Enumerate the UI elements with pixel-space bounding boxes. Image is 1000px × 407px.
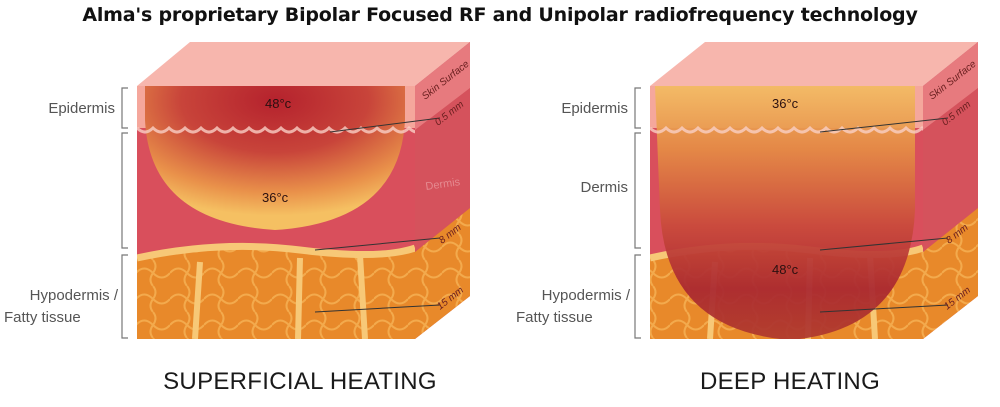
superficial-skin-diagram: Skin Surface 0.5 mm 8 mm 15 mm Dermis 48… [121,42,472,339]
label-epidermis: Epidermis [48,100,115,117]
label-hypodermis: Hypodermis / Fatty tissue [510,285,630,329]
label-hypodermis-line1: Hypodermis / [541,287,630,304]
caption-deep: DEEP HEATING [699,368,881,395]
temp-cool: 36°c [772,96,799,111]
label-epidermis: Epidermis [561,100,628,117]
temp-hot: 48°c [265,96,292,111]
label-hypodermis-line2: Fatty tissue [516,309,593,326]
top-face [650,42,978,86]
label-dermis: Dermis [580,179,629,196]
caption-superficial: SUPERFICIAL HEATING [163,368,437,395]
label-hypodermis-line1: Hypodermis / [29,287,118,304]
label-hypodermis: Hypodermis / Fatty tissue [0,285,118,329]
side-dermis-label: Dermis [425,176,462,193]
heat-zone [145,86,405,230]
label-hypodermis-line2: Fatty tissue [4,309,81,326]
heat-zone [655,86,915,339]
page-title: Alma's proprietary Bipolar Focused RF an… [82,4,918,26]
superficial-heating-panel: Skin Surface 0.5 mm 8 mm 15 mm Dermis 48… [0,42,472,395]
temp-hot: 48°c [772,262,799,277]
deep-skin-diagram: Skin Surface 0.5 mm 8 mm 15 mm 36°c 48°c [634,42,979,339]
top-face [137,42,470,86]
deep-heating-panel: Skin Surface 0.5 mm 8 mm 15 mm 36°c 48°c… [500,0,1000,407]
temp-cool: 36°c [262,190,289,205]
